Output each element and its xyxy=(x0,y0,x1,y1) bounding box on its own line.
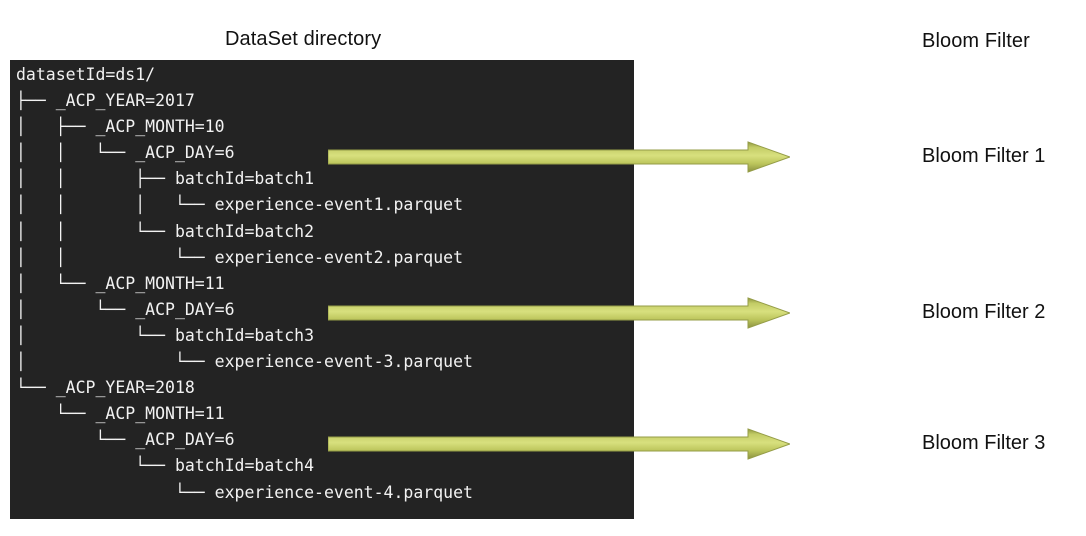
dataset-directory-panel: datasetId=ds1/ ├── _ACP_YEAR=2017 │ ├── … xyxy=(10,60,634,519)
arrow-bloom-filter-2 xyxy=(328,297,790,329)
arrow-bloom-filter-1 xyxy=(328,141,790,173)
directory-tree-listing: datasetId=ds1/ ├── _ACP_YEAR=2017 │ ├── … xyxy=(16,65,473,502)
bloom-filter-heading: Bloom Filter xyxy=(922,30,1030,52)
dataset-directory-heading: DataSet directory xyxy=(225,28,382,50)
bloom-filter-3-label: Bloom Filter 3 xyxy=(922,432,1046,454)
bloom-filter-2-label: Bloom Filter 2 xyxy=(922,301,1046,323)
bloom-filter-1-label: Bloom Filter 1 xyxy=(922,145,1046,167)
arrow-bloom-filter-3 xyxy=(328,428,790,460)
